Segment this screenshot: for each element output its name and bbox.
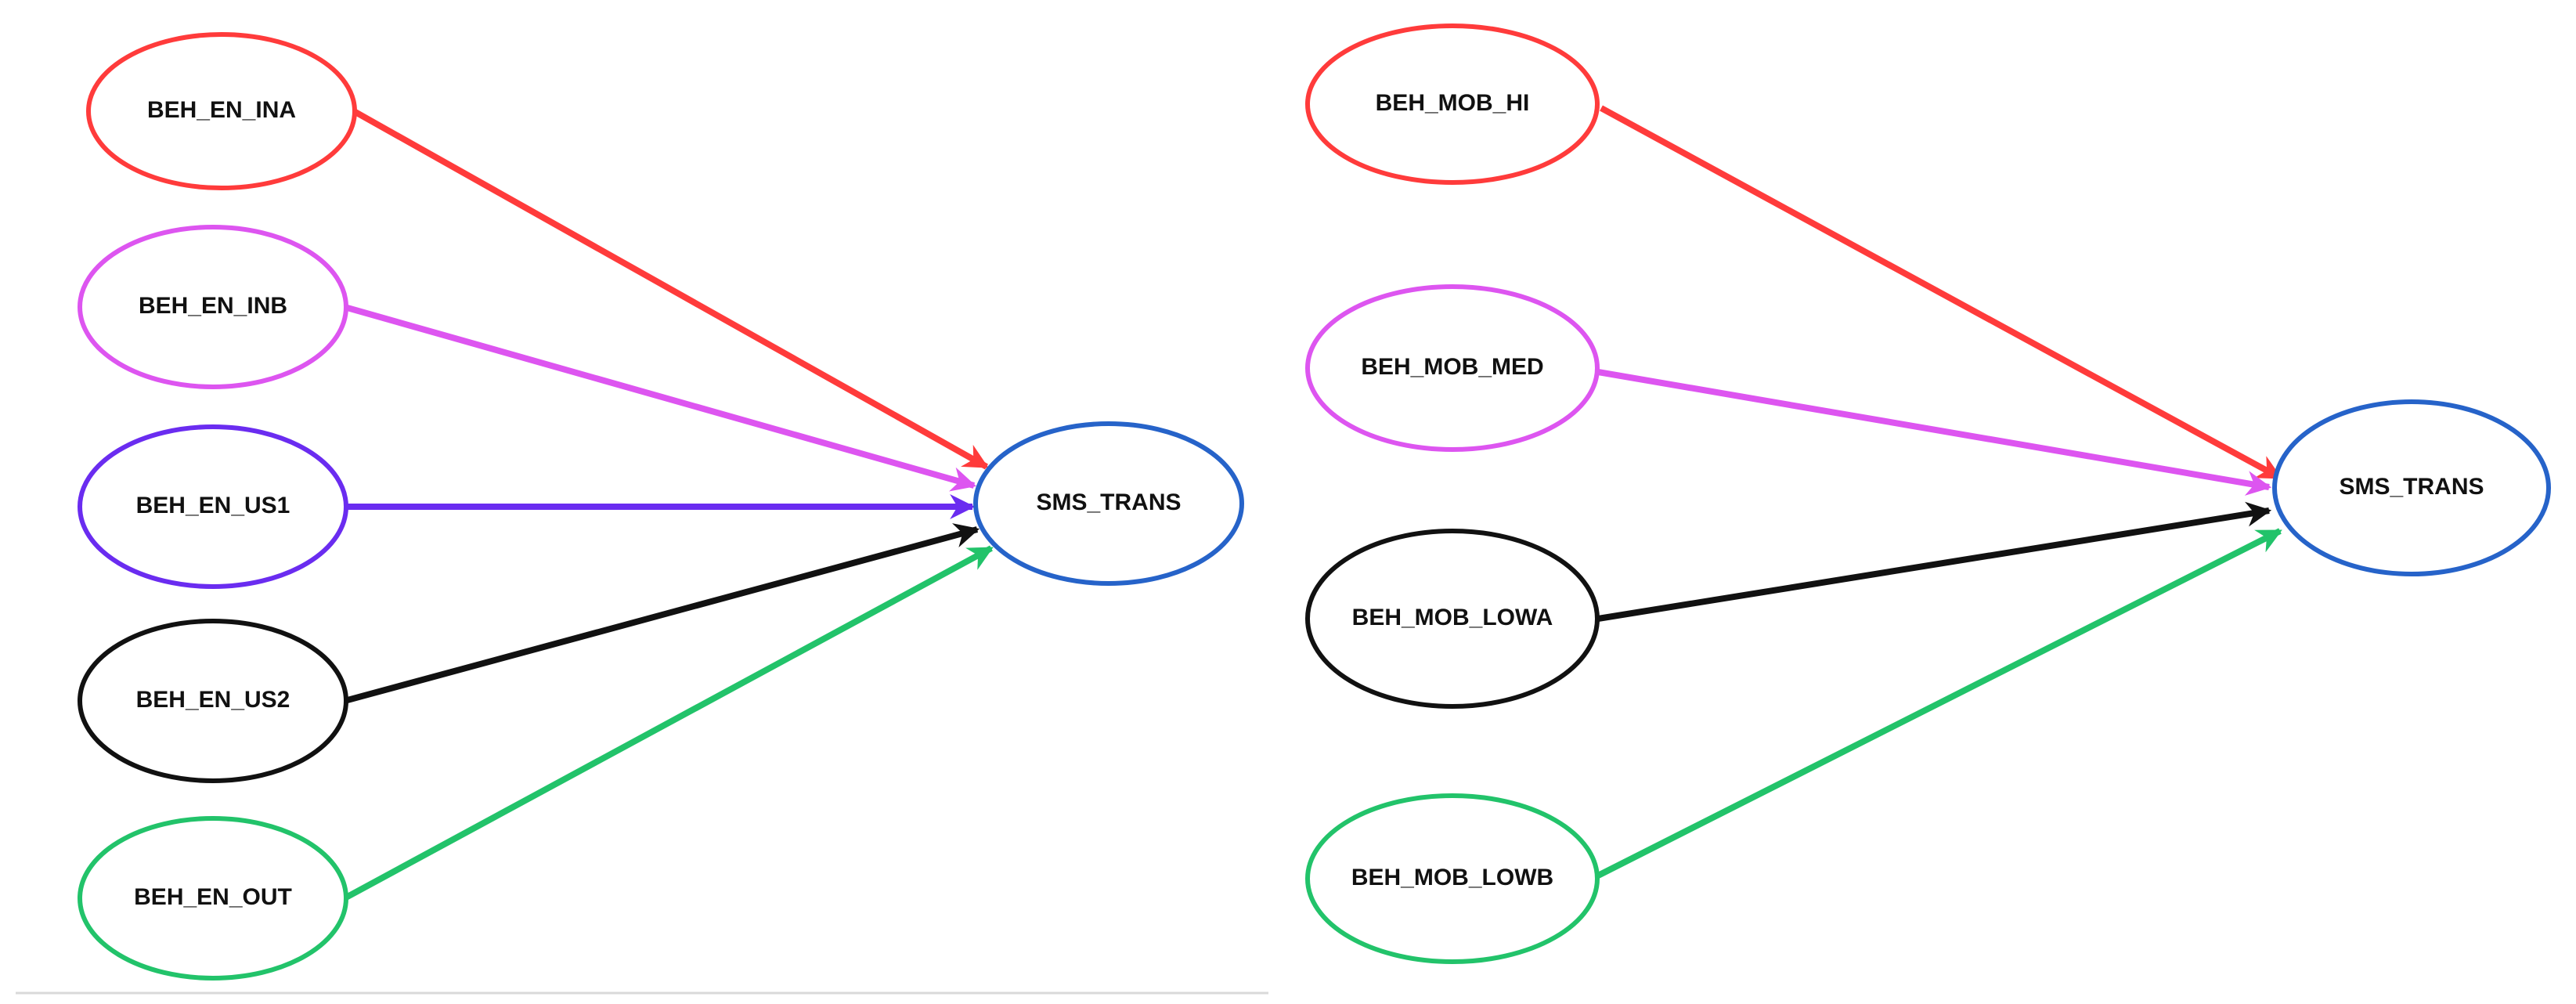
node-ellipse [2272,399,2551,576]
edge-beh-mob-med [1597,369,2272,496]
node-beh-en-us2: BEH_EN_US2 [78,619,348,783]
node-ellipse [78,424,348,589]
node-sms-trans-left: SMS_TRANS [973,421,1244,586]
edge-beh-en-ina [352,108,989,470]
node-label: BEH_MOB_MED [1361,354,1543,380]
node-ellipse [973,421,1244,586]
node-beh-mob-med: BEH_MOB_MED [1305,284,1600,452]
node-beh-en-us1: BEH_EN_US1 [78,424,348,589]
node-ellipse [1305,284,1600,452]
node-label: BEH_EN_INA [147,97,296,123]
node-label: BEH_EN_OUT [134,884,292,910]
node-label: SMS_TRANS [2339,474,2484,500]
edge-beh-mob-hi [1600,105,2282,481]
node-beh-mob-lowb: BEH_MOB_LOWB [1305,793,1600,964]
node-label: BEH_EN_INB [139,293,287,319]
node-label: SMS_TRANS [1036,489,1181,515]
edge-beh-en-inb [343,304,977,492]
node-label: BEH_MOB_LOWA [1352,605,1553,630]
edge-beh-mob-lowb [1596,528,2282,879]
node-beh-mob-hi: BEH_MOB_HI [1305,23,1600,185]
node-ellipse [1305,793,1600,964]
node-ellipse [78,225,348,389]
node-ellipse [78,619,348,783]
node-beh-mob-lowa: BEH_MOB_LOWA [1305,529,1600,709]
node-sms-trans-right: SMS_TRANS [2272,399,2551,576]
left-diagram: BEH_EN_INA BEH_EN_INB BEH_EN_US1 BEH_EN_… [78,32,1244,981]
node-beh-en-out: BEH_EN_OUT [78,816,348,981]
edge-beh-mob-lowa [1597,501,2272,622]
node-ellipse [1305,23,1600,185]
node-ellipse [86,32,357,190]
node-label: BEH_EN_US2 [136,687,290,713]
node-ellipse [1305,529,1600,709]
node-beh-en-ina: BEH_EN_INA [86,32,357,190]
node-label: BEH_MOB_LOWB [1351,865,1553,890]
edge-beh-en-out [343,545,994,901]
node-ellipse [78,816,348,981]
node-label: BEH_EN_US1 [136,493,290,518]
node-label: BEH_MOB_HI [1376,90,1530,116]
node-beh-en-inb: BEH_EN_INB [78,225,348,389]
right-diagram: BEH_MOB_HI BEH_MOB_MED BEH_MOB_LOWA BEH_… [1305,23,2551,964]
edge-beh-en-us2 [343,523,980,704]
